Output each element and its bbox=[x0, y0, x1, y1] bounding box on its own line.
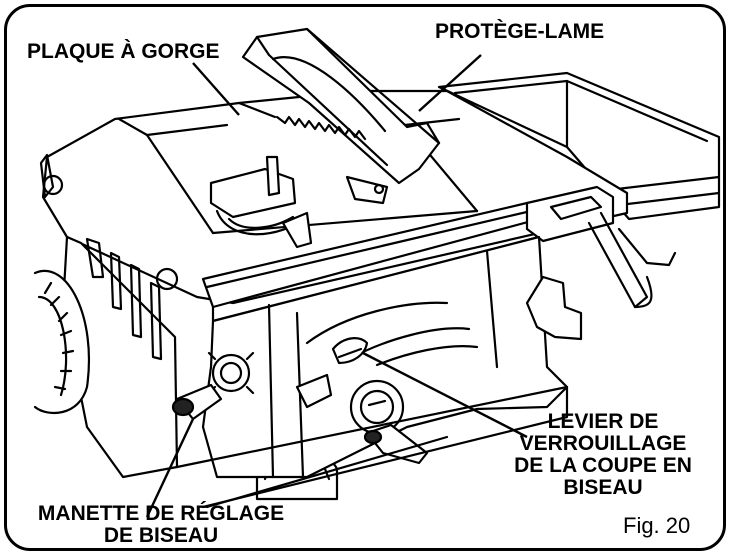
blade-guard bbox=[241, 27, 441, 205]
saw-blade-edge bbox=[275, 115, 367, 141]
label-bevel-lock-line-2: VERROUILLAGE bbox=[519, 432, 687, 455]
bevel-handle bbox=[171, 383, 223, 421]
label-bevel-lock-line-4: BISEAU bbox=[563, 476, 643, 499]
figure-frame: PLAQUE À GORGE PROTÈGE-LAME LEVIER DE VE… bbox=[4, 4, 726, 551]
leader-bevel-knob bbox=[145, 418, 195, 518]
label-bevel-lock-line-1: LEVIER DE bbox=[547, 410, 659, 433]
table-saw-illustration bbox=[33, 27, 721, 518]
lower-lock-knob bbox=[363, 423, 429, 465]
right-extension-table bbox=[437, 71, 721, 221]
power-switch bbox=[295, 373, 405, 435]
saw-body bbox=[201, 235, 583, 479]
rip-fence-lock bbox=[525, 185, 677, 309]
figure-caption: Fig. 20 bbox=[623, 513, 691, 538]
label-bevel-knob: MANETTE DE RÉGLAGE DE BISEAU bbox=[31, 503, 291, 547]
label-blade-guard: PROTÈGE-LAME bbox=[435, 20, 605, 43]
label-throat-plate: PLAQUE À GORGE bbox=[27, 40, 220, 63]
miter-gauge bbox=[209, 155, 313, 249]
label-bevel-lock-line-3: DE LA COUPE EN bbox=[514, 454, 692, 477]
saw-base bbox=[175, 385, 569, 509]
leader-blade-guard bbox=[418, 54, 482, 112]
leader-bevel-lock bbox=[362, 351, 528, 439]
bevel-lock-lever bbox=[331, 337, 369, 365]
label-bevel-knob-line-1: MANETTE DE RÉGLAGE bbox=[37, 502, 285, 525]
leader-throat-plate bbox=[192, 62, 240, 116]
label-bevel-lock-lever: LEVIER DE VERROUILLAGE DE LA COUPE EN BI… bbox=[493, 411, 713, 499]
bevel-adjust-knob bbox=[207, 351, 255, 395]
label-bevel-knob-line-2: DE BISEAU bbox=[103, 524, 219, 547]
